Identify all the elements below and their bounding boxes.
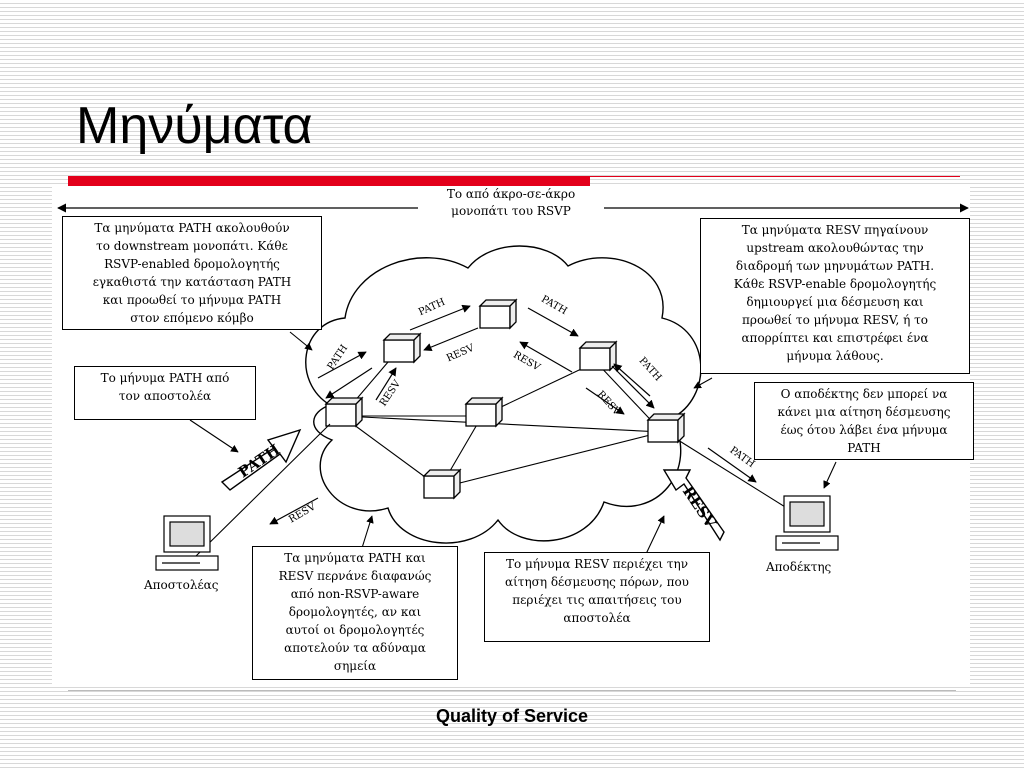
end-to-end-label: Το από άκρο-σε-άκρο μονοπάτι του RSVP <box>418 186 604 220</box>
non-rsvp-box: Τα μηνύματα PATH και RESV περνάνε διαφαν… <box>252 546 458 680</box>
router-6 <box>646 412 686 444</box>
path-sender-box: Το μήνυμα PATH από τον αποστολέα <box>74 366 256 420</box>
sender-computer-icon <box>155 515 219 571</box>
receiver-label: Αποδέκτης <box>766 560 832 574</box>
receiver-box: Ο αποδέκτης δεν μπορεί να κάνει μια αίτη… <box>754 382 974 460</box>
slide-title: Μηνύματα <box>76 97 313 155</box>
title-underline-accent <box>68 176 590 186</box>
callout-pointers <box>189 331 837 555</box>
message-arrows <box>269 304 757 525</box>
router-7 <box>422 468 462 500</box>
resv-request-box: Το μήνυμα RESV περιέχει την αίτηση δέσμε… <box>484 552 710 642</box>
router-1 <box>382 332 422 364</box>
sender-label: Αποστολέας <box>144 578 219 592</box>
router-5 <box>464 396 504 428</box>
path-downstream-box: Τα μηνύματα PATH ακολουθούν το downstrea… <box>62 216 322 330</box>
big-path-arrow <box>220 428 302 491</box>
title-underline-rule <box>590 176 960 177</box>
router-nodes <box>324 298 686 500</box>
footer-rule <box>68 690 956 691</box>
big-resv-arrow <box>662 469 725 542</box>
slide-footer: Quality of Service <box>435 706 589 726</box>
router-4 <box>324 396 364 428</box>
resv-upstream-box: Τα μηνύματα RESV πηγαίνουν upstream ακολ… <box>700 218 970 374</box>
access-links <box>195 423 791 557</box>
router-2 <box>478 298 518 330</box>
router-3 <box>578 340 618 372</box>
network-cloud <box>305 245 702 544</box>
receiver-computer-icon <box>775 495 839 551</box>
